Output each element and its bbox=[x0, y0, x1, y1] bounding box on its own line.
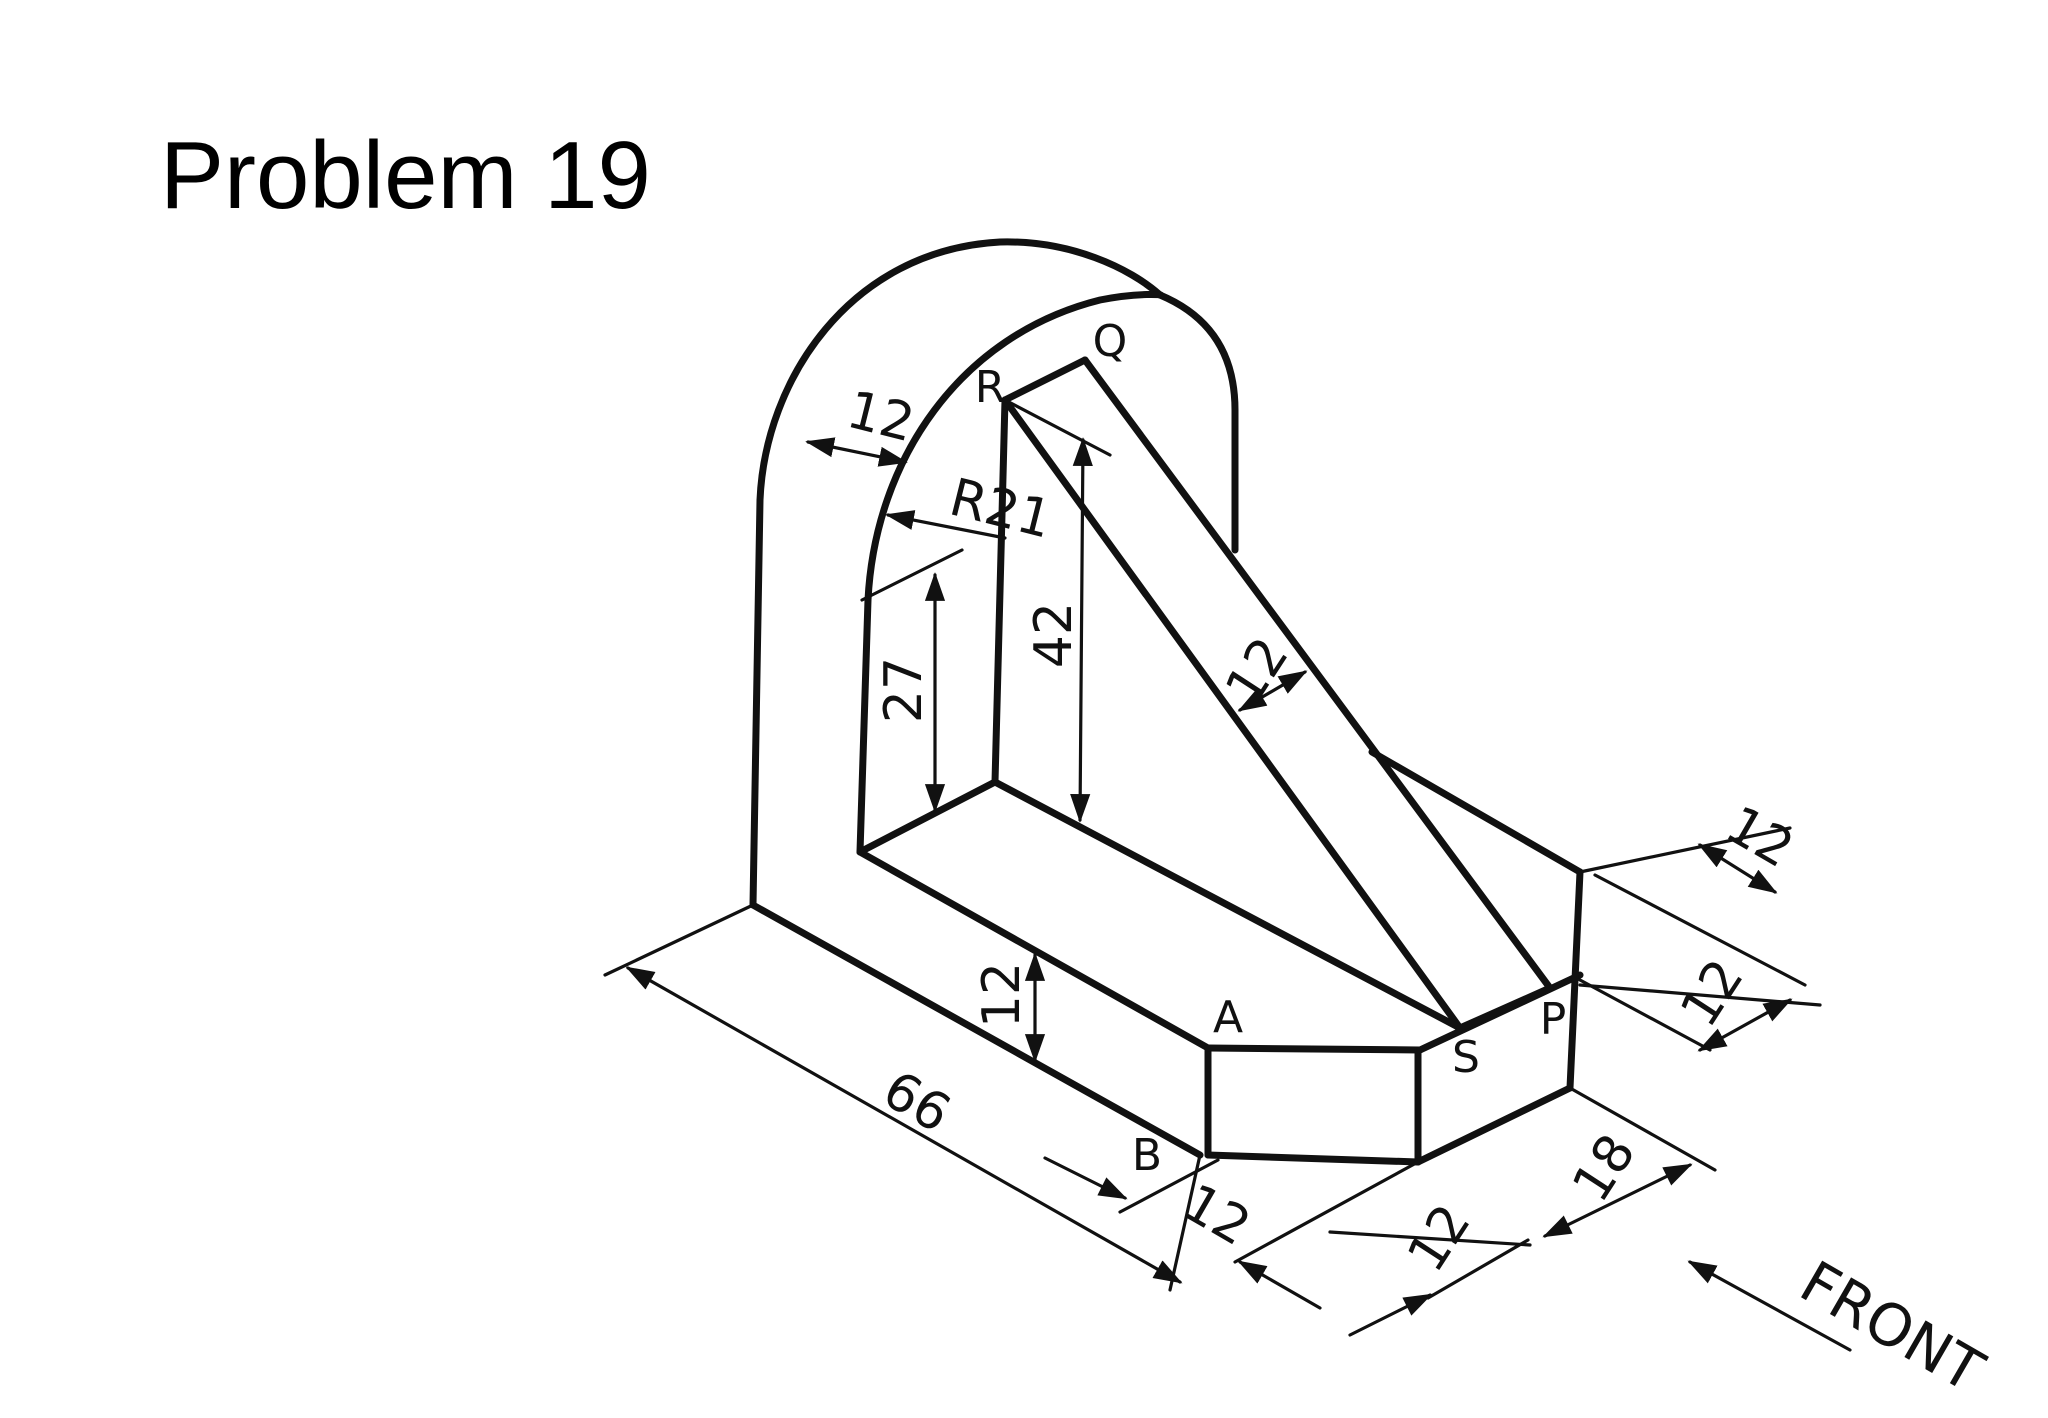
dim-right-lower-label: 12 bbox=[1669, 949, 1755, 1037]
dim-bottom-mid-arrow bbox=[1348, 1293, 1433, 1337]
dim-bottom-mid-ext2 bbox=[1426, 1238, 1530, 1300]
rib-left-vertical-edge bbox=[991, 396, 1009, 786]
point-R-label: R bbox=[975, 362, 1006, 413]
dim-radius-label: R21 bbox=[944, 468, 1058, 551]
dim-rib-thickness-line bbox=[1237, 670, 1308, 712]
point-Q-label: Q bbox=[1093, 316, 1128, 367]
arch-top-depth-edge bbox=[1156, 291, 1239, 554]
dimension-labels: 12 R21 27 42 12 12 66 12 12 18 12 12 bbox=[841, 380, 1803, 1282]
dim-right-ext-top bbox=[1578, 826, 1792, 874]
dim-base-thickness-label: 12 bbox=[972, 962, 1032, 1028]
dim-bottom-left-ext2 bbox=[1233, 1160, 1420, 1264]
point-A-label: A bbox=[1213, 992, 1243, 1043]
dim-18-line bbox=[1542, 1163, 1693, 1238]
dim-right-upper-label: 12 bbox=[1716, 795, 1803, 880]
base-right-bottom-edge bbox=[1414, 1084, 1574, 1166]
base-top-back-edge bbox=[856, 778, 999, 856]
chamfer-top-edge bbox=[1204, 1044, 1424, 1054]
chamfer-bottom-edge bbox=[1204, 1151, 1422, 1166]
dim-66-label: 66 bbox=[873, 1060, 960, 1145]
base-left-bottom-edge bbox=[749, 901, 1204, 1159]
dim-42-label: 42 bbox=[1024, 602, 1084, 668]
dim-bottom-left-ext bbox=[1118, 1158, 1220, 1214]
dim-bottom-left-arrow-b bbox=[1237, 1260, 1322, 1310]
point-S-label: S bbox=[1452, 1032, 1480, 1083]
dim-bottom-mid-label: 12 bbox=[1396, 1194, 1482, 1282]
dim-radius-leader bbox=[885, 510, 1007, 540]
arch-outer-edge bbox=[749, 238, 1164, 909]
page-title: Problem 19 bbox=[160, 122, 651, 229]
rib-foot-edge bbox=[1456, 984, 1554, 1032]
dim-bottom-left-arrow-a bbox=[1043, 1156, 1128, 1200]
dim-42-line bbox=[1070, 437, 1093, 823]
point-labels: Q R A B S P bbox=[975, 316, 1567, 1181]
point-B-label: B bbox=[1132, 1130, 1162, 1181]
rib-back-slope-edge bbox=[1081, 356, 1554, 992]
front-direction-label: FRONT bbox=[1789, 1248, 1995, 1406]
dim-right-lower-line bbox=[1697, 998, 1793, 1052]
dim-27-ext-top bbox=[860, 548, 964, 602]
rib-top-edge bbox=[1001, 356, 1089, 404]
arch-inner-edge bbox=[856, 290, 1165, 856]
dim-bottom-left-label: 12 bbox=[1173, 1173, 1260, 1258]
dim-wall-thickness-label: 12 bbox=[841, 380, 920, 454]
dim-66-line bbox=[625, 966, 1183, 1284]
base-right-vertical-edge bbox=[1566, 868, 1584, 1092]
dim-right-upper-line bbox=[1697, 843, 1778, 894]
dim-right-leader bbox=[1578, 978, 1712, 1052]
dim-bottom-mid-ext bbox=[1328, 1230, 1532, 1247]
front-direction-arrow bbox=[1687, 1260, 1852, 1352]
dim-right-ext-mid bbox=[1593, 873, 1807, 987]
dim-wall-thickness-line bbox=[805, 437, 908, 467]
base-right-back-top-edge bbox=[1368, 748, 1584, 876]
dimension-lines bbox=[603, 398, 1852, 1352]
dim-18-ext bbox=[1568, 1086, 1717, 1172]
dim-18-label: 18 bbox=[1561, 1124, 1647, 1212]
dim-27-label: 27 bbox=[874, 657, 934, 723]
dim-66-ext-left bbox=[603, 903, 755, 977]
point-P-label: P bbox=[1540, 994, 1567, 1045]
object-outline bbox=[749, 238, 1584, 1166]
rib-base-edge bbox=[991, 778, 1464, 1032]
